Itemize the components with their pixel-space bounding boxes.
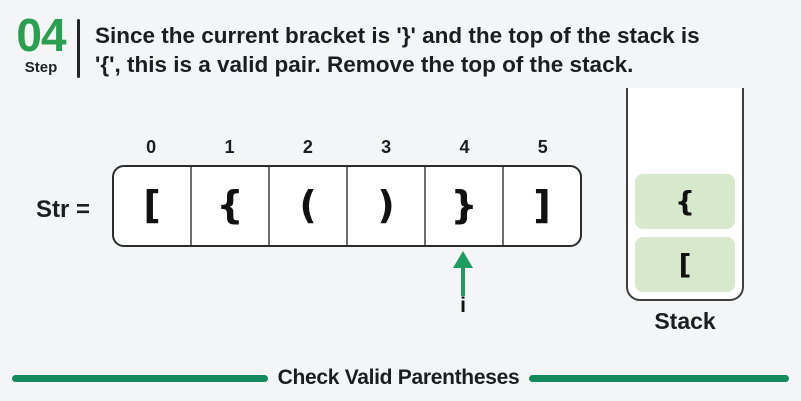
string-cell: [ [114, 167, 192, 245]
index-row: 0 1 2 3 4 5 [112, 137, 582, 159]
footer: Check Valid Parentheses [0, 366, 801, 390]
step-description: Since the current bracket is '}' and the… [95, 21, 700, 79]
stack-container: { [ [626, 88, 744, 301]
stack-item-top: { [635, 174, 735, 229]
footer-title: Check Valid Parentheses [277, 366, 520, 389]
cell-index: 0 [146, 137, 157, 157]
string-cells: [ { ( ) } ] [112, 165, 582, 247]
step-description-line2: '{', this is a valid pair. Remove the to… [95, 52, 634, 77]
cell-index: 3 [381, 137, 392, 157]
step-description-line1: Since the current bracket is '}' and the… [95, 23, 700, 48]
string-cell: } [426, 167, 504, 245]
pointer-variable-label: i [460, 294, 466, 317]
string-cell: ( [270, 167, 348, 245]
cell-index: 5 [537, 137, 548, 157]
arrow-stem [461, 268, 465, 296]
cell-index: 2 [302, 137, 313, 157]
stack-item-bottom: [ [635, 237, 735, 292]
string-cell: ) [348, 167, 426, 245]
cell-index: 4 [459, 137, 470, 157]
cell-index: 1 [224, 137, 235, 157]
step-number: 04 [16, 9, 66, 61]
step-label: Step [24, 59, 58, 76]
footer-rule-left [11, 374, 268, 382]
string-variable-label: Str = [36, 196, 91, 223]
string-cell: ] [533, 183, 551, 227]
header-divider [77, 19, 80, 78]
arrow-up-icon [453, 251, 473, 268]
index-pointer-arrow [452, 251, 474, 296]
string-cell: { [192, 167, 270, 245]
stack-label: Stack [654, 308, 716, 334]
footer-rule-right [529, 374, 790, 382]
